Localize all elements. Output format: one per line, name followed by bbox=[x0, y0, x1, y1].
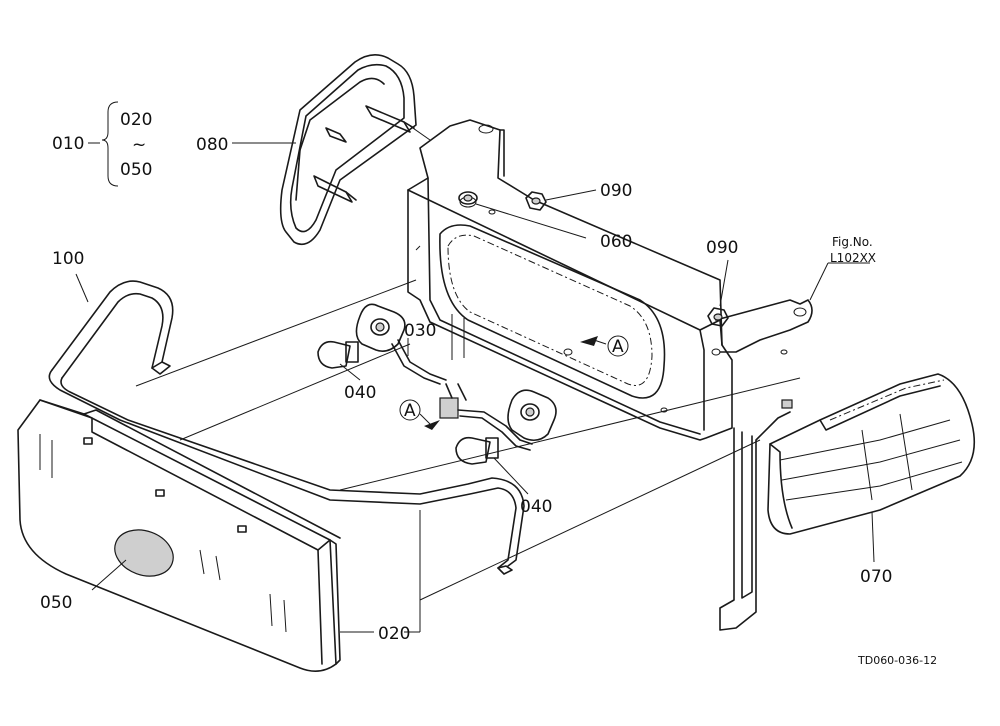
assembly-bracket bbox=[88, 101, 119, 187]
drawing-code: TD060-036-12 bbox=[857, 654, 937, 667]
lens-050 bbox=[114, 529, 174, 577]
label-fig-no: Fig.No. bbox=[832, 235, 873, 249]
label-arrow-a-left: A bbox=[404, 401, 416, 421]
label-040-bottom: 040 bbox=[520, 497, 552, 517]
harness-030 bbox=[355, 303, 557, 451]
reference-lines bbox=[135, 125, 801, 601]
part-labels: 010 020 ~ 050 080 090 060 090 Fig.No. L1… bbox=[40, 110, 937, 667]
label-080: 080 bbox=[196, 135, 228, 155]
bulb-040-right bbox=[455, 436, 499, 465]
label-arrow-a-right: A bbox=[612, 337, 624, 357]
label-060: 060 bbox=[600, 232, 632, 252]
label-070: 070 bbox=[860, 567, 892, 587]
rear-lamp-080 bbox=[279, 54, 417, 246]
view-arrow-a-right bbox=[580, 335, 629, 357]
label-040-left: 040 bbox=[344, 383, 376, 403]
label-050: 050 bbox=[40, 593, 72, 613]
side-lamp-070 bbox=[767, 373, 976, 535]
label-100: 100 bbox=[52, 249, 84, 269]
bulb-040-left bbox=[317, 340, 359, 369]
label-tilde: ~ bbox=[132, 135, 146, 155]
label-020: 020 bbox=[378, 624, 410, 644]
label-fig-ref: L102XX bbox=[830, 251, 876, 265]
grommet-060 bbox=[458, 191, 478, 205]
label-050-range: 050 bbox=[120, 160, 152, 180]
nut-090-top bbox=[525, 191, 547, 211]
label-090-right: 090 bbox=[706, 238, 738, 258]
view-arrow-a-left bbox=[399, 399, 440, 430]
leader-lines bbox=[75, 142, 875, 633]
nut-090-right bbox=[707, 307, 729, 327]
front-lamp-020 bbox=[17, 399, 341, 672]
label-090-top: 090 bbox=[600, 181, 632, 201]
label-020-range: 020 bbox=[120, 110, 152, 130]
bumper-guard-100 bbox=[48, 280, 525, 575]
label-030: 030 bbox=[404, 321, 436, 341]
label-010: 010 bbox=[52, 134, 84, 154]
mounting-plate bbox=[407, 119, 813, 631]
